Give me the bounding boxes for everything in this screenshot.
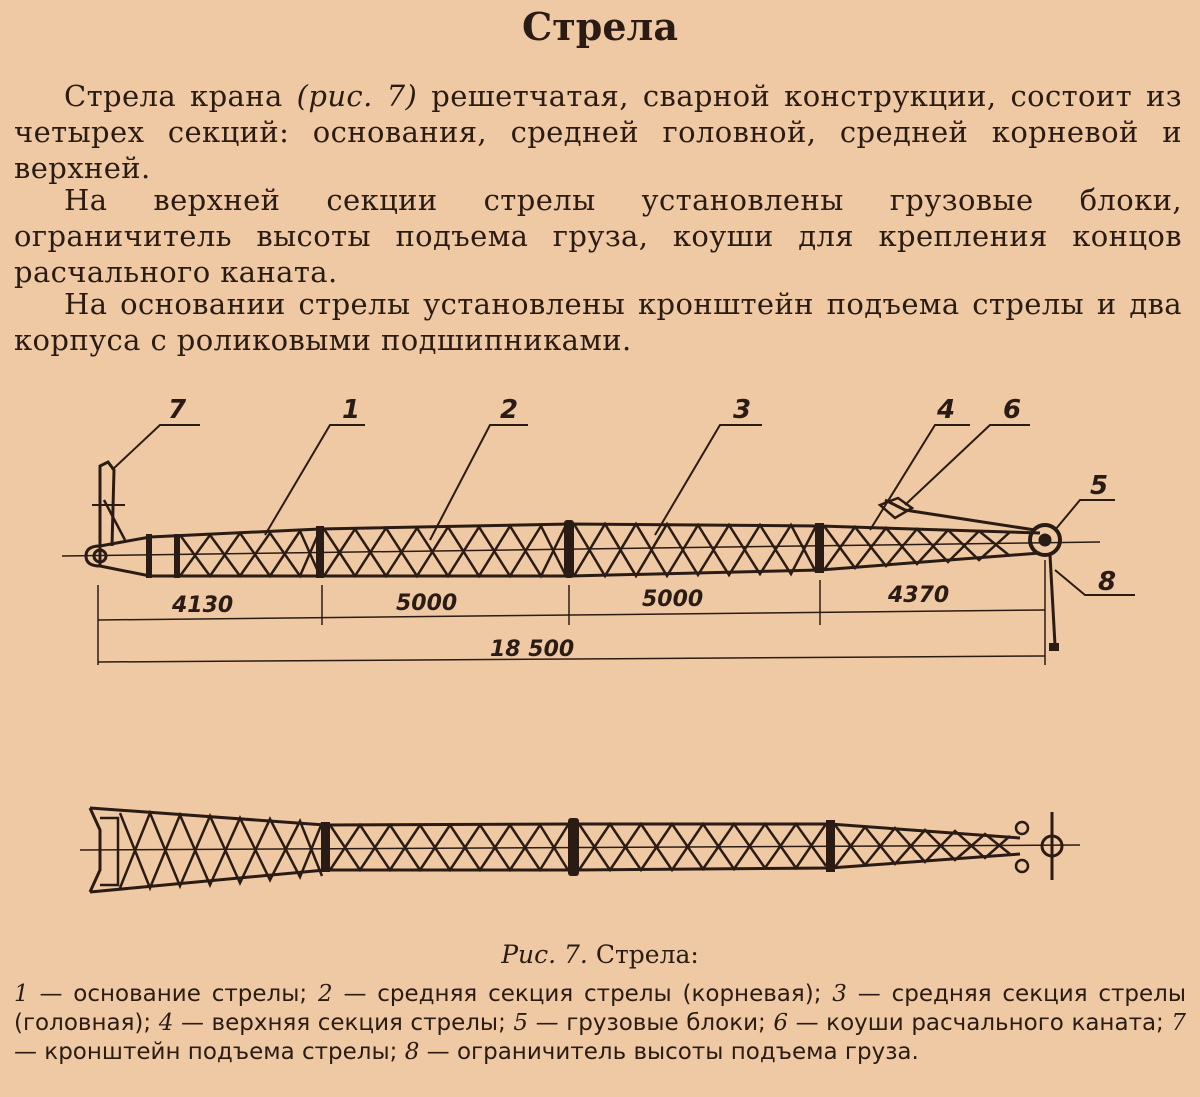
boom-side-view	[61, 460, 1101, 651]
paragraph-1-start: Стрела крана	[64, 79, 283, 113]
callout-8: 8	[1098, 567, 1116, 597]
figure-caption-title: Рис. 7. Стрела:	[0, 940, 1200, 969]
legend-item: 8 — ограничитель высоты подъема груза.	[404, 1039, 919, 1065]
boom-plan-view	[79, 806, 1081, 894]
page-title: Стрела	[522, 4, 678, 49]
paragraph-1: Стрела крана (рис. 7) решетчатая, сварно…	[14, 78, 1182, 186]
legend-item: 6 — коуши расчального каната;	[773, 1010, 1164, 1036]
legend-item: 4 — верхняя секция стрелы;	[158, 1010, 506, 1036]
callout-5: 5	[1090, 471, 1108, 501]
legend-item: 7 — кронштейн подъема стрелы;	[14, 1010, 1187, 1065]
dimension-middle-head: 5000	[642, 587, 703, 612]
paragraph-2-text: На верхней секции стрелы установлены гру…	[14, 183, 1182, 289]
figure-name: Стрела:	[595, 940, 699, 969]
dimension-middle-root: 5000	[396, 591, 457, 616]
paragraph-3-text: На основании стрелы установлены кронштей…	[14, 287, 1182, 357]
figure-label: Рис. 7.	[501, 940, 588, 969]
callout-7: 7	[168, 395, 187, 425]
callout-6: 6	[1003, 395, 1021, 425]
dimension-lines	[97, 560, 1046, 665]
paragraph-3: На основании стрелы установлены кронштей…	[14, 286, 1182, 358]
legend-item: 3 — средняя секция стрелы (головная);	[14, 981, 1187, 1036]
legend-item: 2 — средняя секция стрелы (корневая);	[317, 981, 822, 1007]
callout-leaders	[111, 424, 1135, 596]
dimension-top: 4370	[887, 583, 949, 608]
dimension-base: 4130	[171, 593, 233, 618]
legend-item: 1 — основание стрелы;	[14, 981, 308, 1007]
figure-reference: (рис. 7)	[296, 79, 418, 113]
paragraph-2: На верхней секции стрелы установлены гру…	[14, 182, 1182, 290]
callout-2: 2	[500, 395, 518, 425]
callout-1: 1	[342, 395, 360, 425]
paragraph-1-rest: решетчатая, сварной конструкции, состоит…	[14, 79, 1182, 185]
dimension-total: 18 500	[490, 637, 574, 662]
legend-item: 5 — грузовые блоки;	[513, 1010, 766, 1036]
callout-3: 3	[733, 395, 751, 425]
callout-4: 4	[936, 395, 955, 425]
figure-legend: 1 — основание стрелы; 2 — средняя секция…	[14, 980, 1186, 1067]
